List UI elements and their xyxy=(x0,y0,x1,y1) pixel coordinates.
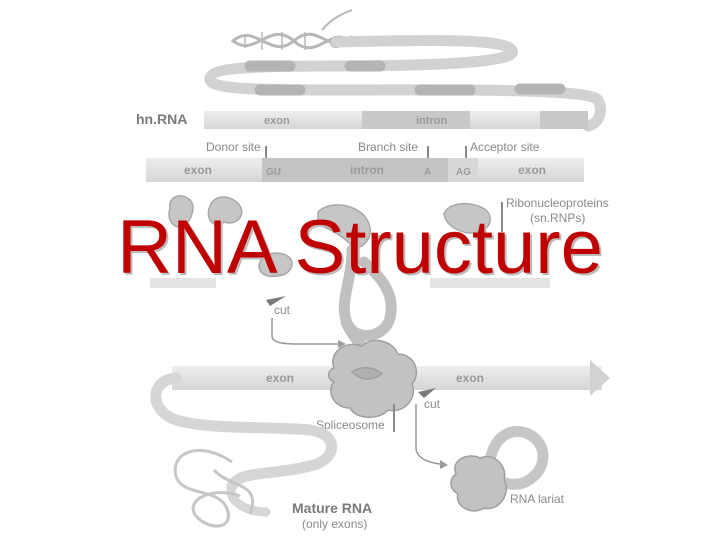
branch-site-label: Branch site xyxy=(358,140,418,154)
slide-title: RNA Structure xyxy=(117,205,603,290)
mature-rna-label: Mature RNA xyxy=(292,500,372,516)
gu-label: GU xyxy=(266,167,281,178)
snrnp-label-line2: (sn.RNPs) xyxy=(530,211,585,225)
pre-mrna-exon-left: exon xyxy=(184,163,212,177)
hnrna-strip xyxy=(204,111,588,129)
lariat-arrow xyxy=(415,404,441,465)
pre-mrna-intron-label: intron xyxy=(350,163,384,177)
hnrna-exon-label: exon xyxy=(264,115,290,127)
mature-rna-sublabel: (only exons) xyxy=(302,517,367,531)
lariat-arrowhead xyxy=(440,460,448,469)
hnrna-label: hn.RNA xyxy=(136,111,187,127)
acceptor-site-label: Acceptor site xyxy=(470,140,540,154)
snrnp-label-line1: Ribonucleoproteins xyxy=(506,196,609,210)
cut-label-lower: cut xyxy=(424,397,441,411)
rna-lariat xyxy=(450,425,549,512)
rna-lariat-label: RNA lariat xyxy=(510,492,565,506)
cut-arrow-upper xyxy=(271,318,338,345)
poly-a-tail xyxy=(173,449,254,528)
donor-site-label: Donor site xyxy=(206,140,261,154)
branch-a-label: A xyxy=(424,167,431,178)
cut-arrowhead-upper xyxy=(338,340,346,348)
pre-mrna-exon-right: exon xyxy=(518,163,546,177)
strip-behind-title xyxy=(150,278,550,288)
nascent-rna-strand xyxy=(204,34,606,132)
spliceosome-complex xyxy=(328,339,418,418)
pre-mrna-strip xyxy=(146,158,584,182)
spliceosome-label: Spliceosome xyxy=(316,418,385,432)
ag-label: AG xyxy=(456,167,471,178)
mature-rna-strand xyxy=(150,372,338,517)
cut-label-upper: cut xyxy=(274,303,291,317)
lower-exon-right: exon xyxy=(456,371,484,385)
hnrna-intron-label: intron xyxy=(416,115,447,127)
snrnp-proteins xyxy=(168,195,491,278)
lower-exon-left: exon xyxy=(266,371,294,385)
cut-marker-upper xyxy=(266,296,286,306)
cut-marker-lower xyxy=(418,388,436,398)
